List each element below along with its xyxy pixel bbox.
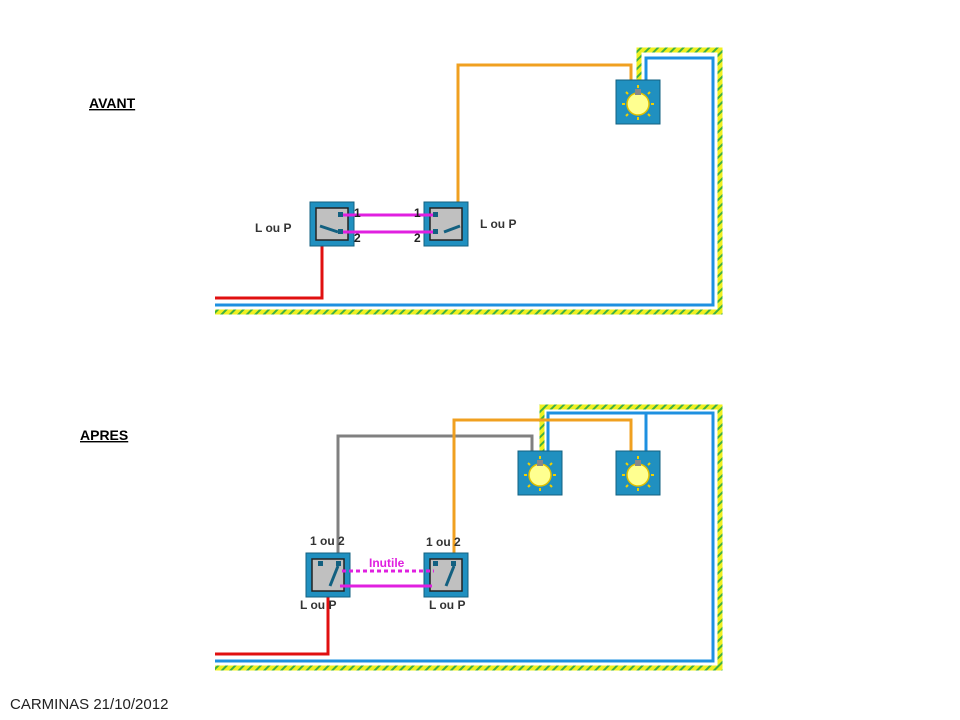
before-left-switch-label: L ou P <box>255 221 291 235</box>
after-gray-wire <box>336 434 534 566</box>
after-lamp-2-icon <box>615 450 661 496</box>
before-right-switch-label: L ou P <box>480 217 516 231</box>
before-left-lever <box>319 224 339 234</box>
footer-credit: CARMINAS 21/10/2012 <box>10 696 169 713</box>
after-earth-wire <box>215 404 723 671</box>
before-right-lever <box>443 224 461 234</box>
after-right-top-label: 1 ou 2 <box>426 535 461 549</box>
before-neutral-wire <box>215 56 715 307</box>
after-neutral-wire <box>215 411 715 663</box>
after-switch-left[interactable] <box>305 552 351 598</box>
after-left-top-label: 1 ou 2 <box>310 534 345 548</box>
after-switch-right[interactable] <box>423 552 469 598</box>
after-right-lever <box>444 565 456 587</box>
after-lamp-1-icon <box>517 450 563 496</box>
before-left-t1: 1 <box>354 206 361 220</box>
before-title: AVANT <box>89 95 136 111</box>
after-title: APRES <box>80 427 128 443</box>
before-lamp-icon <box>615 79 661 125</box>
before-phase-wire <box>215 226 324 300</box>
before-earth-wire <box>215 47 723 315</box>
after-return-wire <box>452 418 633 566</box>
after-phase-wire <box>215 586 330 656</box>
before-switch-left[interactable] <box>309 201 355 247</box>
before-right-t2: 2 <box>414 231 421 245</box>
after-left-bottom-label: L ou P <box>300 598 336 612</box>
before-right-t1: 1 <box>414 206 421 220</box>
before-return-wire <box>456 63 633 212</box>
before-left-t2: 2 <box>354 231 361 245</box>
after-right-bottom-label: L ou P <box>429 598 465 612</box>
before-switch-right[interactable] <box>423 201 469 247</box>
after-left-lever <box>328 565 340 587</box>
after-useless-label: Inutile <box>369 556 405 570</box>
